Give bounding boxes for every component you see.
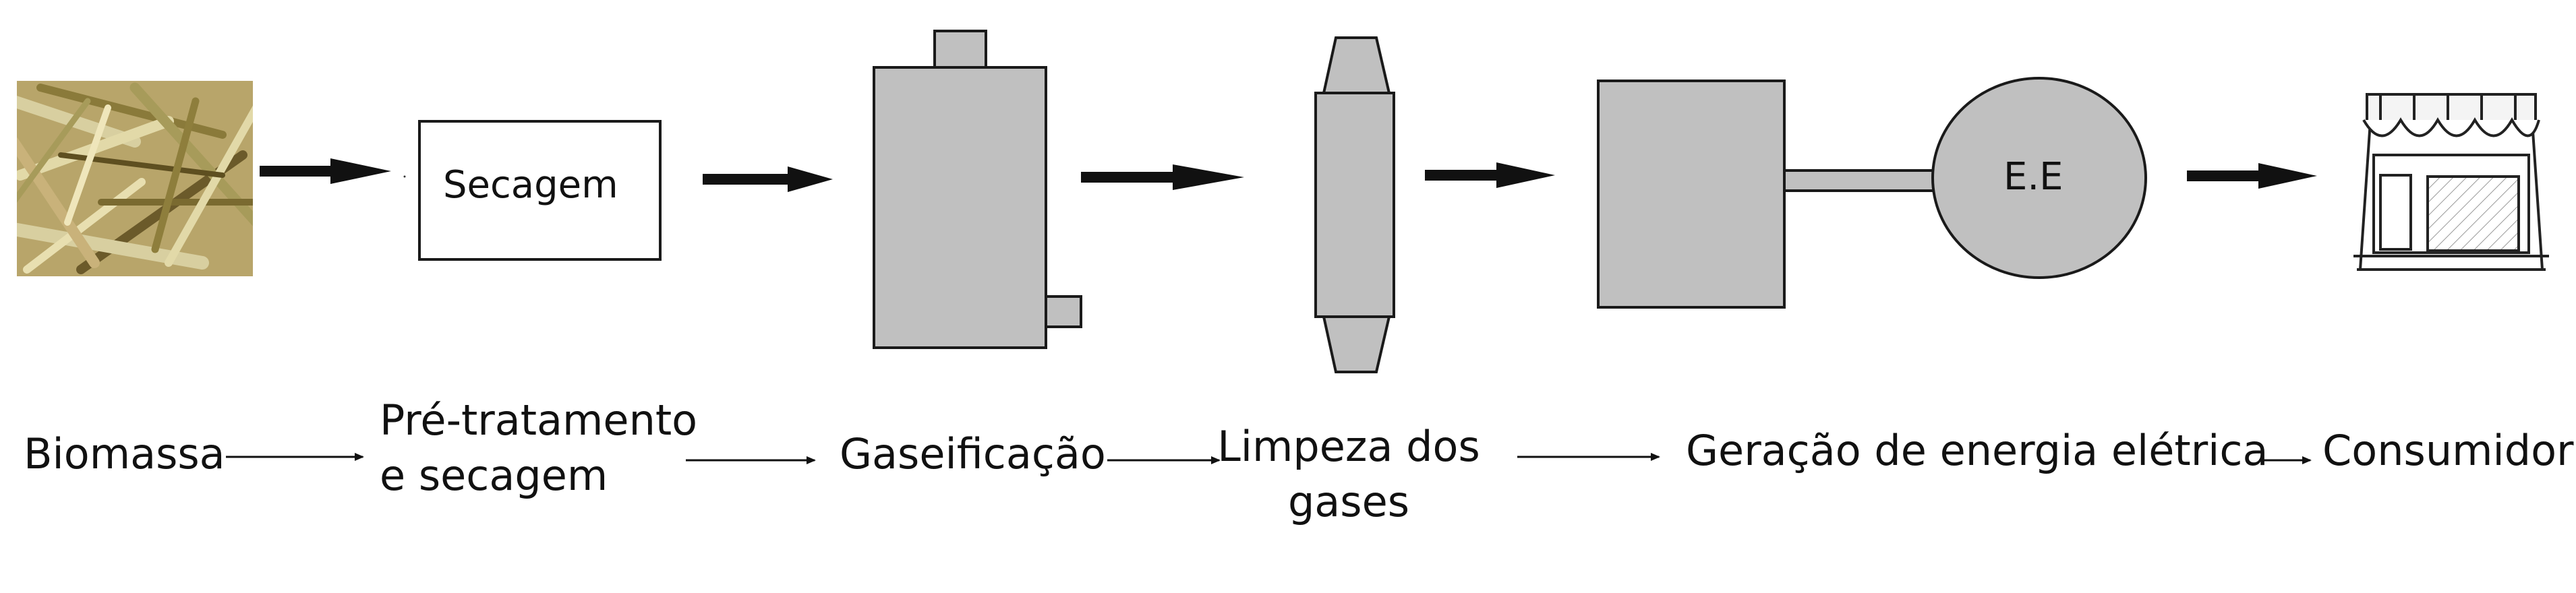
stage-label-gas-cleaning: Limpeza dos gases bbox=[1214, 419, 1484, 530]
generator-label: E.E bbox=[2003, 155, 2063, 199]
stage-label-biomass: Biomassa bbox=[24, 429, 225, 478]
label-connectors bbox=[226, 453, 2312, 464]
flow-arrow-1 bbox=[260, 158, 391, 184]
generator bbox=[1931, 77, 2147, 279]
stage-label-consumer: Consumidor bbox=[2322, 426, 2574, 475]
stage-label-power-generation: Geração de energia elétrica bbox=[1686, 426, 2268, 475]
dryer-box bbox=[418, 120, 662, 261]
engine-block bbox=[1597, 80, 1786, 309]
stage-label-pretreatment-line1: Pré-tratamento bbox=[380, 396, 698, 445]
gas-cleaner bbox=[1314, 36, 1395, 373]
flow-arrow-5 bbox=[2187, 163, 2317, 189]
gasifier bbox=[873, 30, 1082, 349]
flow-arrow-3 bbox=[1081, 164, 1244, 190]
stage-label-gasification: Gaseificação bbox=[840, 429, 1106, 478]
flow-arrow-2 bbox=[703, 166, 833, 192]
stage-label-pretreatment: Pré-tratamento e secagem bbox=[380, 393, 697, 503]
stage-label-gas-cleaning-line2: gases bbox=[1287, 477, 1410, 526]
dryer-box-label: Secagem bbox=[443, 163, 618, 207]
flow-arrow-4 bbox=[1425, 162, 1555, 188]
stage-label-gas-cleaning-line1: Limpeza dos bbox=[1217, 422, 1480, 471]
store-icon bbox=[2353, 93, 2549, 271]
drive-shaft bbox=[1783, 169, 1935, 192]
biomass-photo bbox=[17, 81, 253, 276]
stage-label-pretreatment-line2: e secagem bbox=[380, 451, 608, 500]
